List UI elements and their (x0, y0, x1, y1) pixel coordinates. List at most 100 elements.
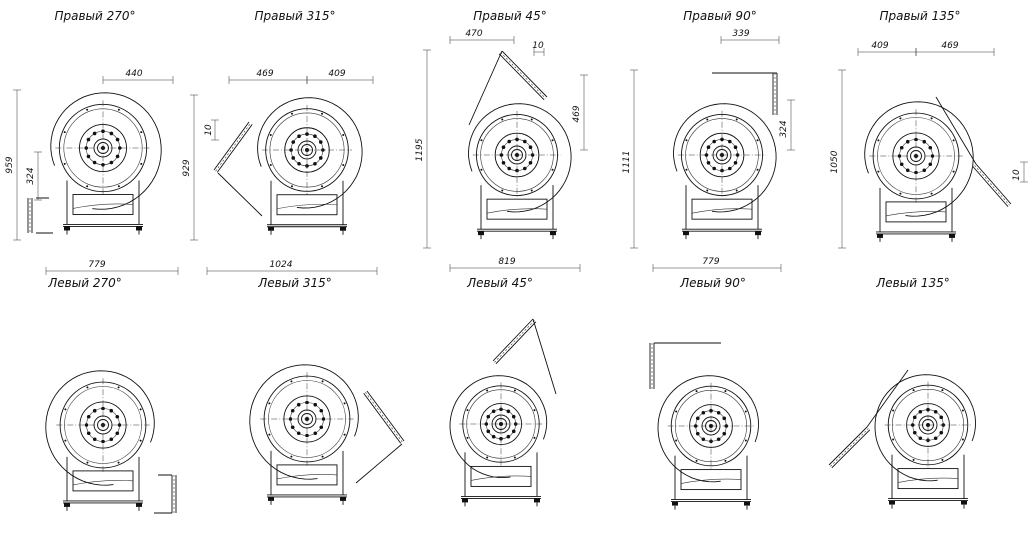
fan-blower (50, 92, 162, 235)
bolt-hole (912, 430, 917, 435)
fan-blower (468, 103, 572, 240)
support-frame (671, 455, 751, 510)
rim-hole (64, 439, 67, 442)
rim-hole (343, 402, 346, 405)
rim-hole (486, 456, 489, 459)
rim-hole (912, 389, 915, 392)
rim-hole (342, 133, 345, 136)
bolt-hole (728, 166, 732, 171)
bolt-hole (501, 161, 506, 165)
bolt-hole (905, 139, 910, 144)
view-title: Левый 315° (257, 276, 331, 290)
rim-hole (695, 459, 698, 462)
rim-hole (290, 185, 293, 188)
dimension-label: 819 (498, 257, 515, 267)
view-title: Правый 270° (54, 9, 135, 23)
rim-hole (735, 189, 738, 192)
bolt-hole (722, 416, 727, 421)
bolt-hole (926, 407, 930, 412)
bolt-hole (515, 137, 519, 142)
shaft-center (926, 423, 930, 427)
rim-hole (930, 192, 933, 195)
bolt-hole (701, 437, 706, 442)
bolt-hole (86, 414, 91, 419)
dimension-label: 10 (1012, 169, 1022, 181)
bolt-hole (695, 416, 700, 421)
rim-hole (63, 162, 66, 165)
bolt-hole (86, 137, 91, 142)
rim-hole (486, 389, 489, 392)
support-frame (876, 187, 956, 242)
bolt-hole (115, 154, 120, 159)
rim-hole (530, 189, 533, 192)
rim-hole (961, 409, 964, 412)
view-title: Правый 45° (473, 9, 546, 23)
bolt-hole (716, 410, 721, 415)
bolt-hole (910, 423, 915, 427)
outlet-flange (935, 96, 1012, 207)
bolt-hole (704, 153, 709, 157)
outlet-flange (468, 50, 548, 126)
bolt-hole (912, 415, 917, 420)
dimension-label: 1050 (830, 150, 840, 173)
rim-hole (268, 402, 271, 405)
shaft (97, 142, 109, 154)
bolt-hole (506, 434, 511, 439)
dimension-label: 324 (26, 167, 36, 184)
view-drawing: Левый 135° (828, 276, 976, 509)
dimension: 339 (720, 29, 780, 44)
bolt-hole (291, 140, 296, 144)
dimension: 1024 (206, 260, 378, 275)
dimension: 324 (26, 151, 42, 201)
bolt-hole (118, 146, 122, 150)
bolt-hole (92, 131, 97, 136)
rim-hole (930, 117, 933, 120)
rim-hole (695, 390, 698, 393)
rim-hole (513, 456, 516, 459)
bolt-hole (693, 424, 698, 428)
rim-hole (941, 389, 944, 392)
view-title: Правый 315° (254, 9, 335, 23)
bolt-hole (289, 148, 293, 152)
dimension: 1050 (830, 69, 846, 249)
rim-hole (63, 131, 66, 134)
bolt-hole (499, 153, 504, 157)
rim-hole (724, 459, 727, 462)
bolt-hole (491, 409, 496, 414)
bolt-hole (712, 139, 716, 144)
rim-hole (706, 118, 709, 121)
dimension-label: 929 (182, 159, 192, 176)
rim-hole (892, 438, 895, 441)
rim-hole (321, 455, 324, 458)
flange-ring (906, 403, 950, 447)
support-frame (682, 185, 762, 240)
support-frame (461, 452, 541, 507)
volute-outline (657, 375, 759, 483)
rim-hole (466, 436, 469, 439)
bolt-hole (92, 408, 97, 413)
rim-hole (513, 389, 516, 392)
bolt-hole (291, 156, 296, 160)
bolt-hole (728, 139, 732, 144)
bolt-hole (507, 139, 511, 144)
rim-hole (269, 133, 272, 136)
bolt-hole (918, 436, 923, 441)
bolt-hole (486, 429, 491, 434)
rim-hole (466, 409, 469, 412)
bolt-hole (296, 402, 301, 407)
rim-hole (735, 118, 738, 121)
fan-blower (874, 374, 976, 509)
rim-hole (877, 139, 880, 142)
fan-blower (673, 103, 777, 240)
bolt-hole (109, 408, 114, 413)
bolt-hole (706, 161, 711, 165)
bolt-hole (491, 434, 496, 439)
rim-hole (675, 410, 678, 413)
support-frame (888, 454, 968, 509)
rim-hole (321, 112, 324, 115)
bolt-hole (528, 161, 533, 165)
bolt-hole (92, 160, 97, 165)
bolt-hole (922, 168, 927, 173)
